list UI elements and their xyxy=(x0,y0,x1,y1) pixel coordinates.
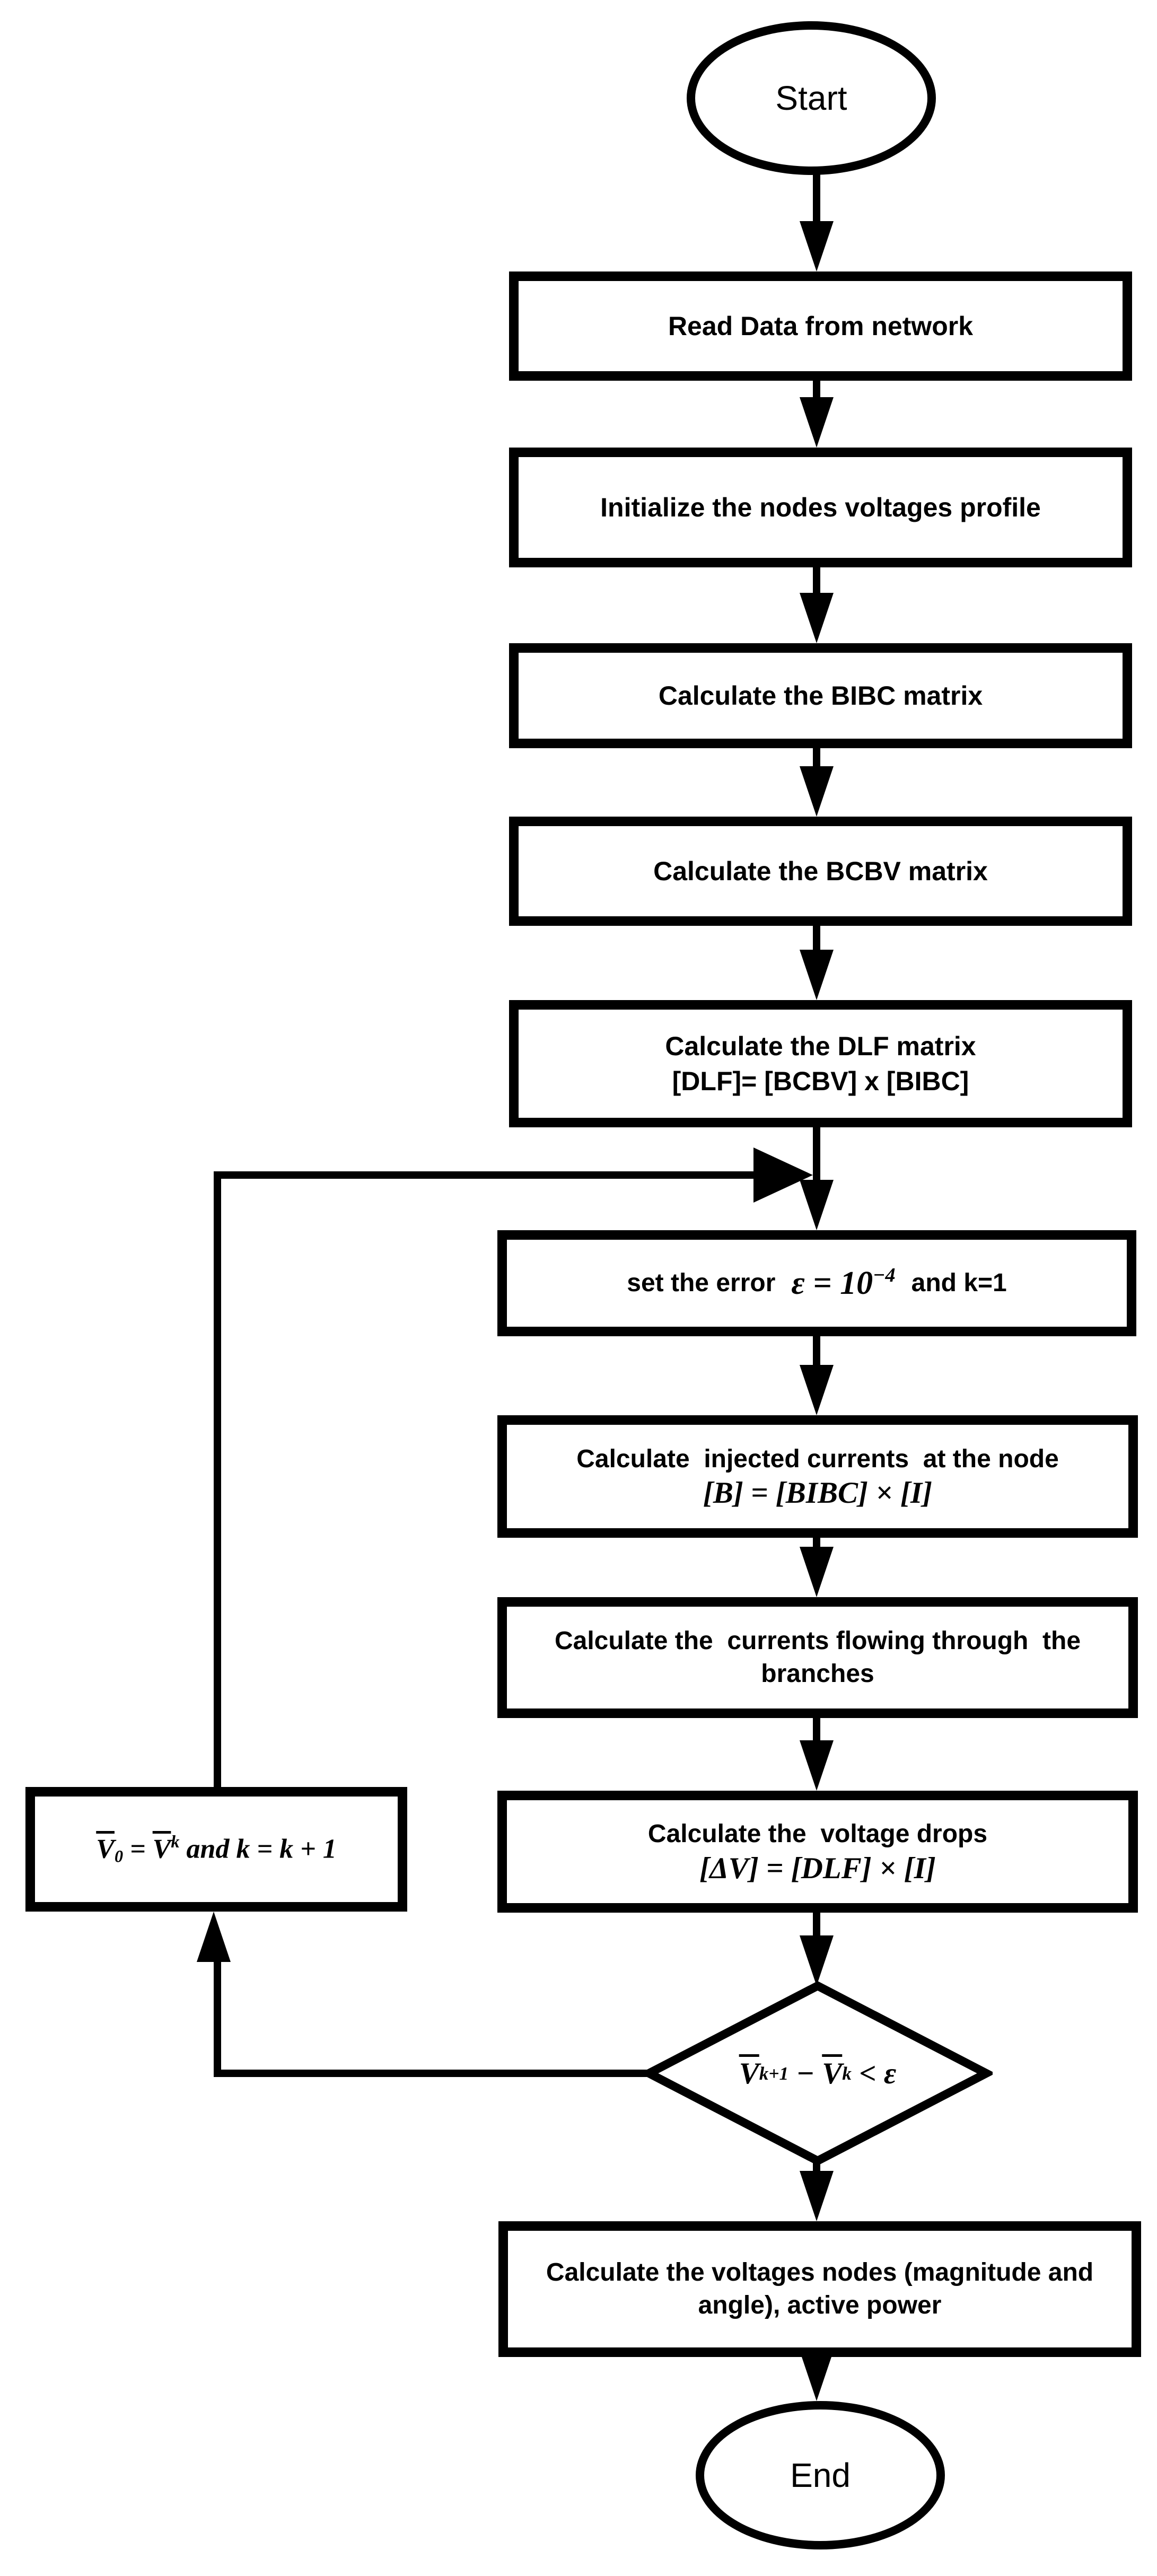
node-set-error: set the error ε = 10−4 and k=1 xyxy=(497,1230,1136,1336)
set-error-epsilon-formula: ε = 10−4 xyxy=(791,1264,895,1302)
injected-currents-label: Calculate injected currents at the node xyxy=(576,1444,1059,1473)
calc-bibc-label: Calculate the BIBC matrix xyxy=(658,681,983,711)
formula-part: −4 xyxy=(873,1264,896,1287)
injected-currents-formula: [B] = [BIBC] × [I] xyxy=(703,1476,933,1510)
formula-part: ε = 10 xyxy=(791,1265,873,1302)
node-voltage-drops: Calculate the voltage drops [ΔV] = [DLF]… xyxy=(497,1791,1138,1913)
formula-part: V xyxy=(96,1834,115,1864)
set-error-suffix: and k=1 xyxy=(911,1268,1007,1297)
connector-set-error-to-injected xyxy=(813,1336,820,1369)
loop-update-formula: V0 = Vk and k = k + 1 xyxy=(96,1832,336,1866)
node-read-data: Read Data from network xyxy=(509,271,1132,381)
arrowhead-injected-to-branch xyxy=(800,1547,834,1597)
formula-part: k xyxy=(842,2063,852,2084)
connector-branch-to-drops xyxy=(813,1718,820,1746)
connector-dlf-to-set-error xyxy=(813,1127,820,1185)
formula-part: < ε xyxy=(851,2056,897,2090)
node-end: End xyxy=(696,2401,945,2549)
connector-init-to-bibc xyxy=(813,567,820,598)
connector-drops-to-decision xyxy=(813,1913,820,1941)
connector-bcbv-to-dlf xyxy=(813,926,820,955)
formula-part: − xyxy=(788,2056,822,2090)
formula-part: V xyxy=(822,2056,843,2090)
arrowhead-bcbv-to-dlf xyxy=(800,950,834,1000)
arrowhead-read-data-to-init xyxy=(800,397,834,448)
formula-part: k+1 xyxy=(759,2063,789,2084)
connector-bibc-to-bcbv xyxy=(813,748,820,772)
arrowhead-loop-to-junction xyxy=(753,1147,813,1203)
formula-part: = xyxy=(123,1834,153,1864)
calc-final-label-line2: angle), active power xyxy=(698,2291,942,2319)
formula-part: 0 xyxy=(114,1846,124,1866)
start-label: Start xyxy=(775,79,847,117)
node-loop-update: V0 = Vk and k = k + 1 xyxy=(25,1787,407,1912)
branch-currents-label-line2: branches xyxy=(761,1660,874,1688)
branch-currents-label-line1: Calculate the currents flowing through t… xyxy=(554,1626,1081,1655)
node-calc-dlf: Calculate the DLF matrix [DLF]= [BCBV] x… xyxy=(509,1000,1132,1127)
calc-final-label-line1: Calculate the voltages nodes (magnitude … xyxy=(546,2258,1094,2286)
end-label: End xyxy=(790,2456,851,2494)
voltage-drops-label: Calculate the voltage drops xyxy=(647,1820,988,1848)
formula-part: V xyxy=(739,2056,759,2090)
voltage-drops-formula: [ΔV] = [DLF] × [I] xyxy=(699,1851,936,1885)
arrowhead-final-to-end xyxy=(800,2351,834,2401)
arrowhead-start-to-read-data xyxy=(800,221,834,271)
node-calc-bcbv: Calculate the BCBV matrix xyxy=(509,817,1132,926)
node-branch-currents: Calculate the currents flowing through t… xyxy=(497,1597,1138,1718)
init-voltages-label: Initialize the nodes voltages profile xyxy=(600,493,1041,522)
node-injected-currents: Calculate injected currents at the node … xyxy=(497,1415,1138,1538)
node-calc-final: Calculate the voltages nodes (magnitude … xyxy=(498,2221,1141,2357)
decision-diamond-shape xyxy=(639,1981,996,2166)
calc-dlf-formula: [DLF]= [BCBV] x [BIBC] xyxy=(672,1066,969,1096)
set-error-prefix: set the error xyxy=(627,1268,776,1297)
arrowhead-init-to-bibc xyxy=(800,593,834,643)
connector-start-to-read-data xyxy=(813,171,820,224)
connector-loop-update-to-junction xyxy=(214,1171,221,1787)
formula-part: k xyxy=(171,1832,180,1852)
arrowhead-branch-to-drops xyxy=(800,1740,834,1791)
arrowhead-drops-to-decision xyxy=(800,1935,834,1986)
arrowhead-into-loop-update xyxy=(197,1912,231,1962)
node-init-voltages: Initialize the nodes voltages profile xyxy=(509,448,1132,567)
arrowhead-decision-to-final xyxy=(800,2171,834,2221)
node-calc-bibc: Calculate the BIBC matrix xyxy=(509,643,1132,748)
connector-loop-horizontal xyxy=(214,1171,753,1179)
formula-part: V xyxy=(152,1834,171,1864)
arrowhead-bibc-to-bcbv xyxy=(800,766,834,817)
connector-loop-update-entry xyxy=(214,1958,221,2077)
calc-bcbv-label: Calculate the BCBV matrix xyxy=(653,856,988,886)
calc-dlf-label-line1: Calculate the DLF matrix xyxy=(665,1031,976,1061)
arrowhead-set-error-to-injected xyxy=(800,1365,834,1415)
connector-decision-to-loop-update xyxy=(214,2070,657,2077)
read-data-label: Read Data from network xyxy=(668,311,974,341)
formula-part: and k = k + 1 xyxy=(179,1834,337,1864)
node-start: Start xyxy=(687,21,936,175)
